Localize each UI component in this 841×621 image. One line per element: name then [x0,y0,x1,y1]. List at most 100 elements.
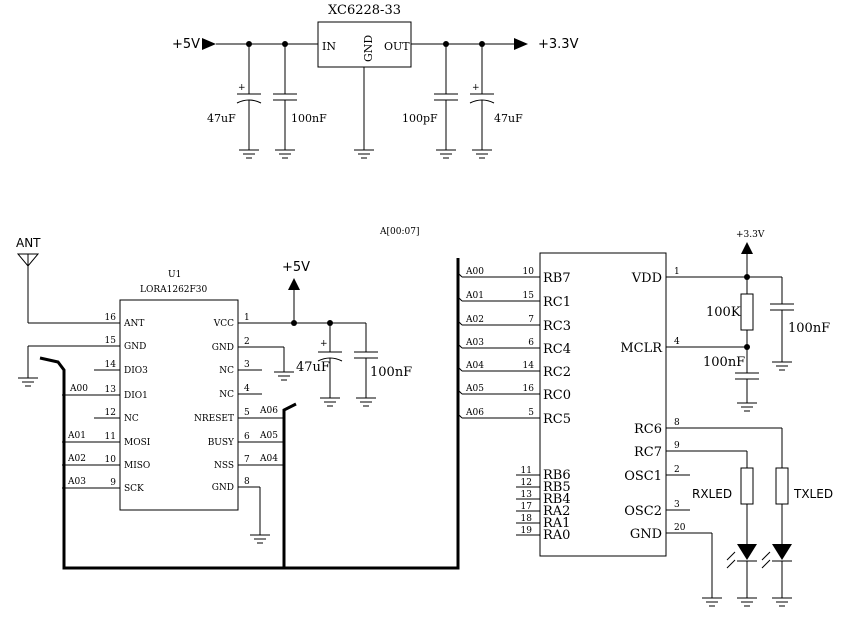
net-label: A02 [465,315,484,325]
net-label: A00 [69,384,88,394]
pin-name: MCLR [620,341,663,356]
pin-name: RC3 [543,319,571,334]
ground-symbol [273,371,295,381]
ground-symbol [771,597,793,607]
pin-number: 15 [105,336,117,346]
ground-symbol [701,597,723,607]
pin-name: RA0 [543,528,570,543]
cin-elec-value: 47uF [207,112,236,125]
pin-name: RC0 [543,388,571,403]
lora-section: ANT U1 LORA1262F30 16ANT15GND14DIO313DIO… [16,236,412,544]
pin-name: GND [630,527,662,542]
pin-name: RB6 [543,468,571,483]
bus-entry [457,389,463,395]
pin-name: RC4 [543,342,571,357]
net-label: A05 [259,431,278,441]
pin-name: RB5 [543,480,571,495]
vdd-cap-value: 100nF [788,321,830,336]
svg-text:+: + [320,339,328,349]
pin-number: 8 [244,477,250,487]
pin-name: NC [219,366,234,376]
vin-label: +5V [172,37,200,52]
tx-led-icon [761,544,792,569]
pin-name: RB7 [543,271,571,286]
ground-symbol [736,597,758,607]
pin-name: SCK [124,484,144,494]
mcu-supply-label: +3.3V [736,230,765,240]
pin-number: 3 [244,360,250,370]
pin-number: 14 [523,361,535,371]
regulator-section: XC6228-33 IN OUT GND +5V + 47uF 100nF [172,3,579,159]
pin-name: MOSI [124,438,151,448]
pin-number: 5 [244,408,250,418]
pin-name: NSS [214,461,234,471]
pin-number: 6 [244,432,250,442]
pin-number: 18 [521,514,533,524]
pin-number: 15 [523,291,535,301]
cout-ceramic-capacitor [434,44,458,159]
pin-number: 13 [521,490,533,500]
pin-number: 7 [244,455,250,465]
pin-number: 5 [528,408,534,418]
cout-elec-value: 47uF [494,112,523,125]
cout-electrolytic-capacitor: + [469,44,495,159]
bus-entry [457,413,463,419]
pin-number: 10 [523,267,535,277]
lora-ref: U1 [168,270,181,280]
pin-name: GND [124,342,146,352]
pin-number: 1 [674,267,680,277]
rx-led-label: RXLED [692,487,732,501]
pin-number: 7 [528,315,534,325]
pin-number: 2 [244,337,250,347]
pin-name: RA2 [543,504,570,519]
ground-symbol [249,534,271,544]
net-label: A03 [465,338,484,348]
bus-entry [457,366,463,372]
pin-name: GND [212,343,234,353]
supply-arrow [288,278,300,290]
pin-number: 16 [105,313,117,323]
supply-arrow [741,242,753,254]
pin-number: 6 [528,338,534,348]
lora-ceramic-capacitor [354,323,378,407]
lora-supply-label: +5V [282,260,310,275]
pin-name: MISO [124,461,150,471]
pin-number: 10 [105,455,117,465]
net-label: A06 [259,406,278,416]
mclr-cap-value: 100nF [703,355,745,370]
rx-led-resistor [740,467,754,505]
regulator-pin-out: OUT [384,40,410,53]
lora-cap-cer-value: 100nF [370,365,412,380]
vin-arrow [202,38,216,50]
tx-led-label: TXLED [793,487,833,501]
lora-module-body [119,299,239,511]
lora-cap-elec-value: 47uF [296,360,330,375]
cin-ceramic-capacitor [273,44,297,159]
antenna-icon [16,253,40,323]
vout-label: +3.3V [538,37,579,52]
net-label: A06 [465,408,484,418]
pin-number: 9 [674,441,680,451]
svg-text:+: + [238,83,246,93]
pin-name: ANT [123,319,144,329]
net-label: A02 [67,454,86,464]
net-label: A01 [465,291,484,301]
pin-name: VDD [631,271,662,286]
pin-number: 4 [244,384,250,394]
pin-name: OSC1 [624,469,662,484]
pin-number: 11 [105,432,116,442]
regulator-part-label: XC6228-33 [328,3,401,18]
pin-number: 20 [674,523,686,533]
net-label: A00 [465,267,484,277]
pin-name: RC5 [543,412,571,427]
bus-entry [457,296,463,302]
pin-number: 1 [244,313,250,323]
tx-led-resistor [775,467,789,505]
pin-name: DIO3 [124,366,148,376]
